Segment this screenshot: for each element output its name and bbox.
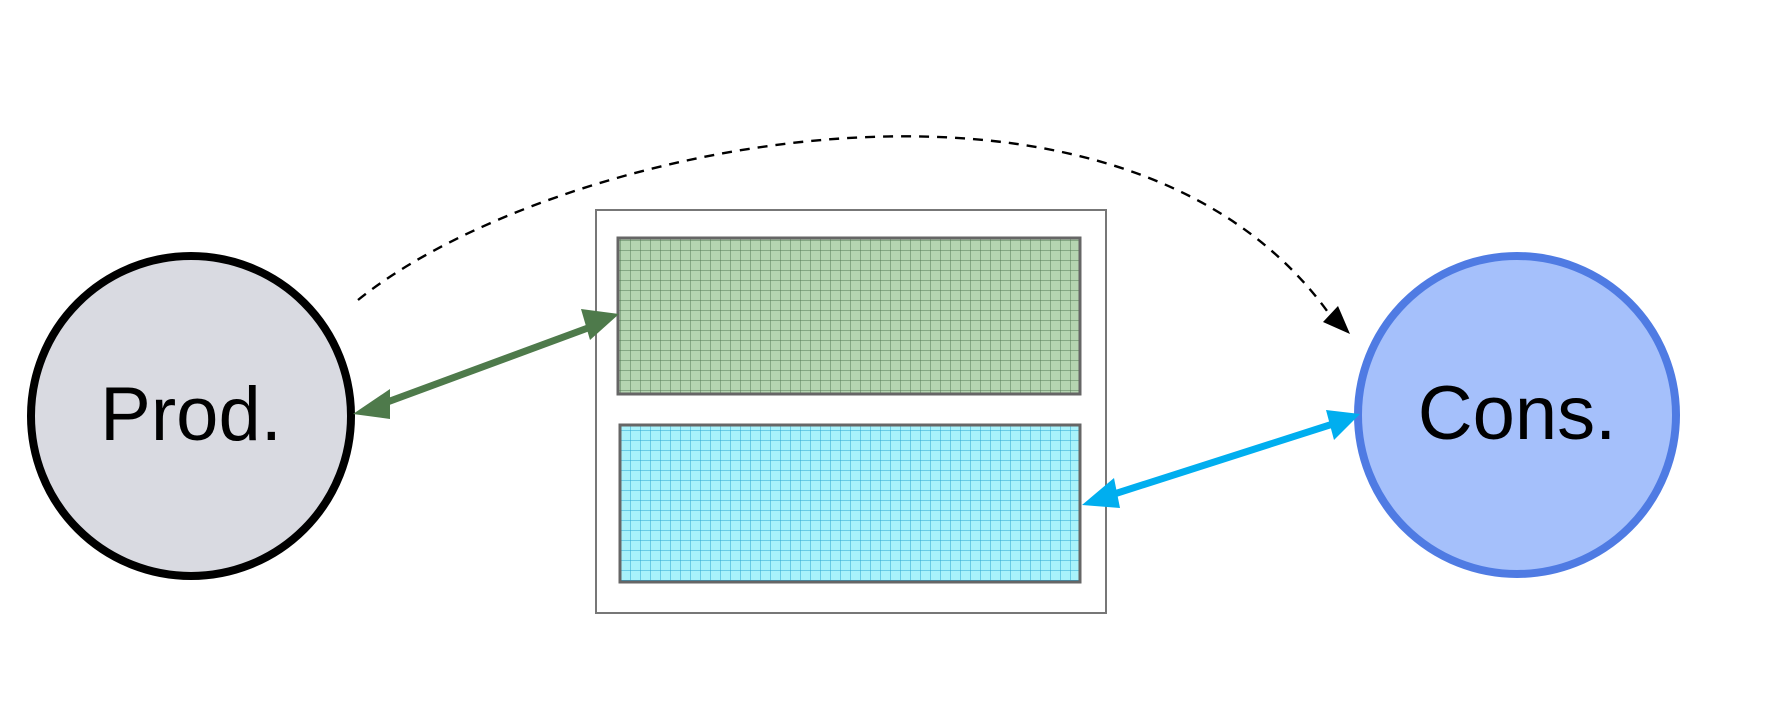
direct-link-arrow xyxy=(357,135,1331,316)
producer-buffer-arrowhead-right xyxy=(581,309,619,340)
consumer-label: Cons. xyxy=(1418,371,1617,456)
producer-label: Prod. xyxy=(100,372,282,457)
green-buffer xyxy=(616,236,1082,396)
producer-buffer-link xyxy=(380,321,598,408)
producer-node xyxy=(27,252,355,580)
consumer-buffer-link xyxy=(1106,419,1338,500)
producer-buffer-arrowhead-left xyxy=(353,389,390,419)
blue-buffer xyxy=(618,423,1082,584)
direct-link-arrowhead xyxy=(1323,306,1350,334)
consumer-buffer-arrowhead-left xyxy=(1082,478,1120,508)
consumer-buffer-arrowhead-right xyxy=(1326,410,1360,440)
